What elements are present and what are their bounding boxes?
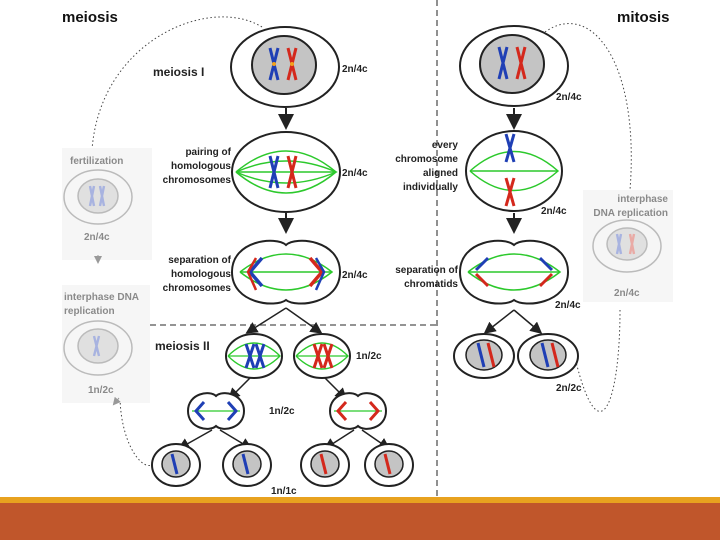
aligned-label-4: individually bbox=[403, 182, 458, 193]
ploidy-m2-pair: 1n/2c bbox=[356, 351, 382, 362]
meiosis-separation-cell bbox=[230, 239, 342, 305]
mitosis-separation-cell bbox=[458, 239, 570, 305]
ploidy-m1-separation: 2n/4c bbox=[342, 270, 368, 281]
ploidy-m2-division: 1n/2c bbox=[269, 406, 295, 417]
ploidy-m1-top: 2n/4c bbox=[342, 64, 368, 75]
meiosis-ii-label: meiosis II bbox=[155, 339, 210, 353]
ploidy-mit-daughters: 2n/2c bbox=[556, 383, 582, 394]
separation-chromatids-label-2: chromatids bbox=[404, 279, 458, 290]
separation-chromatids-label-1: separation of bbox=[395, 265, 458, 276]
mitosis-cycle-top bbox=[544, 23, 632, 191]
mitosis-top-cell bbox=[459, 25, 569, 107]
mitosis-daughter-cells bbox=[453, 333, 579, 379]
aligned-label-2: chromosome bbox=[395, 154, 458, 165]
mitosis-aligned-cell bbox=[465, 130, 563, 212]
meiosis-cycle-top bbox=[91, 16, 263, 151]
pairing-label-1: pairing of bbox=[185, 147, 231, 158]
ploidy-fertilization: 2n/4c bbox=[84, 232, 110, 243]
meiosis-title: meiosis bbox=[62, 9, 118, 26]
interphase-left-label-1: interphase DNA bbox=[64, 292, 139, 303]
ploidy-mit-separation: 2n/4c bbox=[555, 300, 581, 311]
ploidy-interphase-left: 1n/2c bbox=[88, 385, 114, 396]
ploidy-interphase-right: 2n/4c bbox=[614, 288, 640, 299]
pairing-label-3: chromosomes bbox=[163, 175, 232, 186]
ploidy-gametes: 1n/1c bbox=[271, 486, 297, 497]
meiosis-pairing-cell bbox=[231, 131, 341, 213]
gamete-cells bbox=[151, 443, 414, 487]
ploidy-m1-pairing: 2n/4c bbox=[342, 168, 368, 179]
pairing-label-2: homologous bbox=[171, 161, 231, 172]
meiosis-ii-division-left bbox=[186, 392, 246, 430]
footer-accent-bar bbox=[0, 503, 720, 540]
ploidy-mit-top: 2n/4c bbox=[556, 92, 582, 103]
ploidy-mit-aligned: 2n/4c bbox=[541, 206, 567, 217]
mitosis-cycle-bottom bbox=[574, 309, 621, 412]
separation-homologous-label-1: separation of bbox=[168, 255, 231, 266]
meiosis-ii-division-right bbox=[328, 392, 388, 430]
interphase-right-label-1: interphase bbox=[617, 194, 668, 205]
aligned-label-3: aligned bbox=[423, 168, 458, 179]
interphase-right-label-2: DNA replication bbox=[593, 208, 668, 219]
meiosis-top-cell bbox=[230, 26, 340, 108]
meiosis-ii-cell-left bbox=[225, 333, 283, 379]
meiosis-ii-cell-right bbox=[293, 333, 351, 379]
interphase-left-label-2: replication bbox=[64, 306, 115, 317]
fertilization-label: fertilization bbox=[70, 156, 123, 167]
aligned-label-1: every bbox=[432, 140, 459, 151]
footer-accent-line bbox=[0, 497, 720, 503]
separation-homologous-label-2: homologous bbox=[171, 269, 231, 280]
mitosis-title: mitosis bbox=[617, 9, 670, 26]
separation-homologous-label-3: chromosomes bbox=[163, 283, 232, 294]
meiosis-cycle-bottom bbox=[119, 394, 153, 466]
meiosis-i-label: meiosis I bbox=[153, 65, 204, 79]
